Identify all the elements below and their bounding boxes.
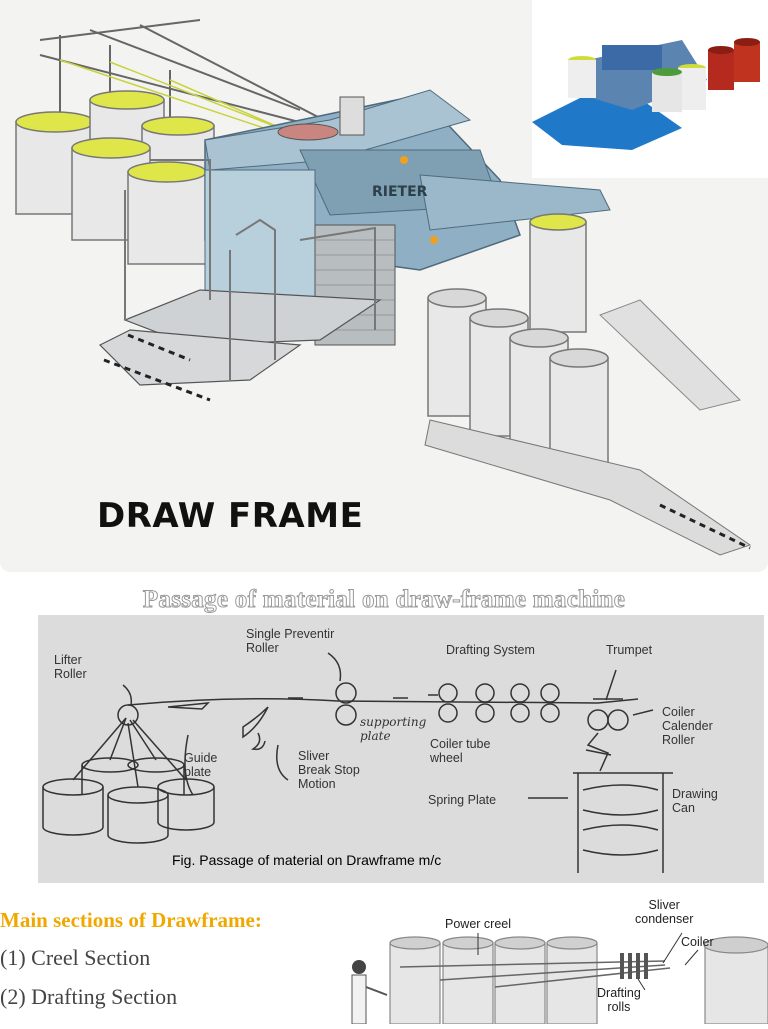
- label-spring-plate: Spring Plate: [428, 793, 497, 807]
- section-item-drafting: (2) Drafting Section: [0, 984, 178, 1009]
- draw-frame-photo-inset: [532, 0, 768, 178]
- section-item-creel: (1) Creel Section: [0, 945, 151, 970]
- draw-frame-illustration: RIETER: [0, 0, 768, 572]
- label-coiler: Coiler: [681, 935, 714, 949]
- main-sections-heading: Main sections of Drawframe:: [0, 908, 262, 932]
- layout-drawing: [351, 932, 768, 1025]
- passage-heading: Passage of material on draw-frame machin…: [142, 586, 626, 614]
- figure-caption: Fig. Passage of material on Drawframe m/…: [172, 852, 442, 868]
- sketch-drawing: [42, 652, 673, 873]
- draw-frame-machine-drawing: RIETER: [15, 19, 752, 556]
- hero-title: DRAW FRAME: [97, 496, 364, 536]
- machine-brand: RIETER: [372, 184, 428, 200]
- label-power-creel: Power creel: [445, 917, 511, 931]
- label-drafting-system: Drafting System: [446, 643, 535, 657]
- label-trumpet: Trumpet: [606, 643, 653, 657]
